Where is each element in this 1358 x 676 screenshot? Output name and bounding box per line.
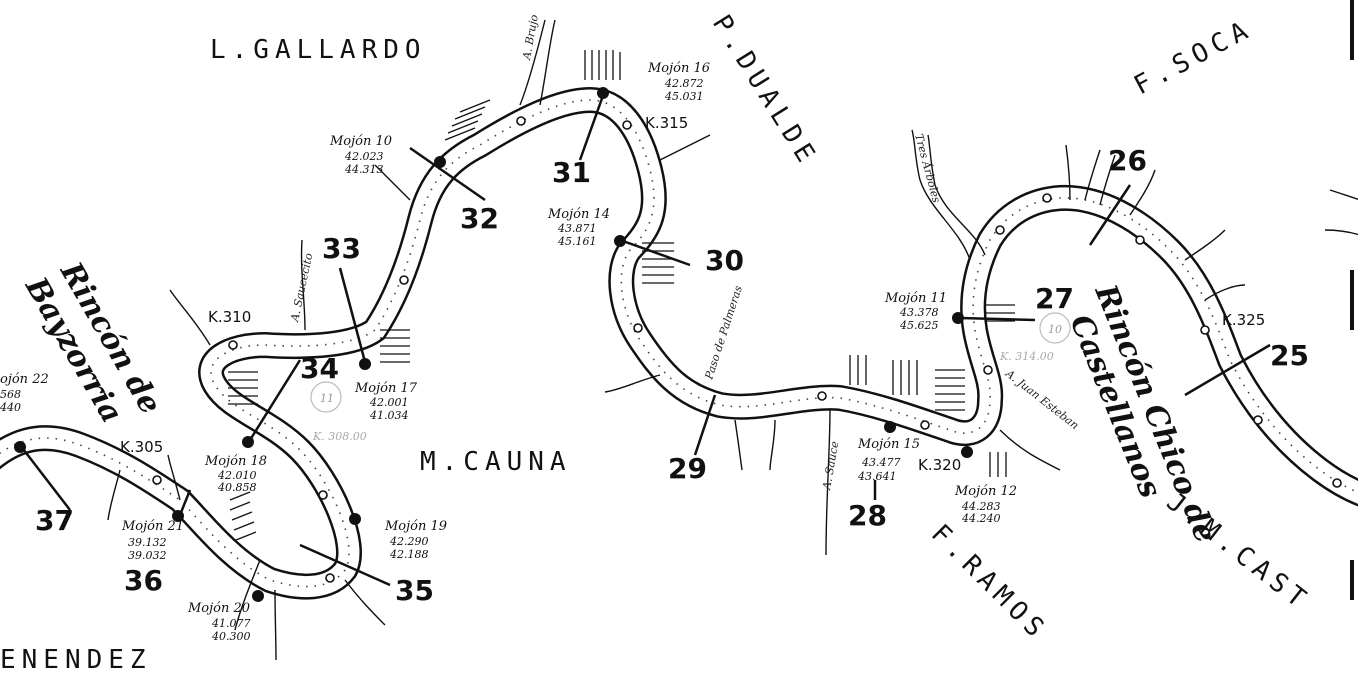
owner-f-soca: F.SOCA	[1129, 14, 1258, 101]
section-28: 28	[848, 499, 887, 532]
owner-p-dualde: P.DUALDE	[706, 10, 823, 173]
svg-text:42.010: 42.010	[217, 469, 257, 482]
svg-text:39.032: 39.032	[128, 549, 167, 562]
svg-text:568: 568	[0, 388, 21, 401]
area-k314: K. 314.00	[999, 350, 1054, 363]
km-label-320: K.320	[918, 456, 961, 474]
mojon-16-label: Mojón 16 42.872 45.031	[647, 61, 710, 103]
svg-text:Mojón 14: Mojón 14	[547, 207, 610, 222]
mojon-11-label: Mojón 11 43.378 45.625	[884, 291, 947, 332]
km-label-310: K.310	[208, 308, 251, 326]
svg-text:44.313: 44.313	[344, 163, 384, 176]
mojon-18-label: Mojón 18 42.010 40.858	[204, 454, 267, 494]
section-35: 35	[395, 574, 434, 607]
svg-text:Mojón 20: Mojón 20	[187, 601, 250, 616]
section-29: 29	[668, 452, 707, 485]
km-label-315: K.315	[645, 114, 688, 132]
mojon-20-label: Mojón 20 41.077 40.300	[187, 601, 251, 643]
stream-a-saucecito: A. Saucecito	[288, 252, 315, 324]
sounding-marks	[228, 50, 1015, 541]
section-37: 37	[35, 504, 74, 537]
svg-text:39.132: 39.132	[128, 536, 167, 549]
svg-text:43.378: 43.378	[899, 306, 939, 319]
stream-juan-esteban: A. Juan Esteban	[1002, 367, 1081, 433]
section-34: 34	[300, 352, 339, 385]
section-cross-lines	[19, 89, 1271, 587]
svg-text:440: 440	[0, 401, 21, 414]
svg-text:45.031: 45.031	[664, 90, 704, 103]
stream-a-brujo: A. Brujo	[520, 13, 541, 61]
section-32: 32	[460, 202, 499, 235]
svg-text:45.161: 45.161	[557, 235, 597, 248]
mojon-17-label: Mojón 17 42.001 41.034	[354, 381, 418, 422]
svg-text:42.188: 42.188	[389, 548, 429, 561]
tributary-lines	[107, 19, 1358, 661]
section-26: 26	[1108, 144, 1147, 177]
mojon-15-label: Mojón 15 43.477 43.641	[857, 437, 920, 483]
km-label-325: K.325	[1222, 311, 1265, 329]
mojon-markers	[14, 87, 973, 602]
svg-text:45.625: 45.625	[899, 319, 939, 332]
section-33: 33	[322, 232, 361, 265]
svg-text:Mojón 21: Mojón 21	[121, 519, 184, 534]
svg-text:Mojón 12: Mojón 12	[954, 484, 1017, 499]
svg-text:42.290: 42.290	[389, 535, 429, 548]
mojon-12-label: Mojón 12 44.283 44.240	[954, 484, 1017, 525]
mojon-14-label: Mojón 14 43.871 45.161	[547, 207, 610, 248]
owner-m-cauna: M.CAUNA	[420, 447, 572, 477]
svg-text:43.871: 43.871	[557, 222, 597, 235]
mojon-22-label: ojón 22 568 440	[0, 372, 49, 414]
section-31: 31	[552, 156, 591, 189]
stream-paso-palmeras: Paso de Palmeras	[702, 284, 745, 382]
section-25: 25	[1270, 339, 1309, 372]
svg-text:40.858: 40.858	[217, 481, 257, 494]
mojon-19-label: Mojón 19 42.290 42.188	[384, 519, 447, 561]
svg-text:Mojón 17: Mojón 17	[354, 381, 418, 396]
svg-text:44.240: 44.240	[961, 512, 1001, 525]
svg-text:42.023: 42.023	[344, 150, 384, 163]
svg-text:Mojón 15: Mojón 15	[857, 437, 920, 452]
mojon-21-label: Mojón 21 39.132 39.032	[121, 519, 184, 562]
svg-text:Mojón 18: Mojón 18	[204, 454, 267, 469]
svg-text:42.872: 42.872	[664, 77, 704, 90]
stream-a-sauce: A. Sauce	[820, 440, 842, 492]
km-label-305: K.305	[120, 438, 163, 456]
svg-text:40.300: 40.300	[211, 630, 251, 643]
svg-text:41.077: 41.077	[211, 617, 251, 630]
area-k308: K. 308.00	[312, 430, 367, 443]
owner-menendez: ENENDEZ	[0, 645, 152, 675]
area-circle-10: 10	[1048, 323, 1062, 336]
section-36: 36	[124, 564, 163, 597]
channel-stakes	[152, 116, 1342, 583]
svg-text:Mojón 16: Mojón 16	[647, 61, 710, 76]
stream-tres-arboles: Tres Árboles	[912, 132, 944, 204]
svg-text:ojón 22: ojón 22	[0, 372, 49, 387]
svg-text:Mojón 11: Mojón 11	[884, 291, 947, 306]
area-circle-11: 11	[320, 392, 334, 405]
mojon-10-label: Mojón 10 42.023 44.313	[329, 134, 392, 176]
svg-text:43.641: 43.641	[857, 470, 897, 483]
owner-f-ramos: F.RAMOS	[925, 519, 1053, 647]
svg-text:42.001: 42.001	[369, 396, 409, 409]
section-30: 30	[705, 244, 744, 277]
svg-text:44.283: 44.283	[961, 500, 1001, 513]
svg-text:43.477: 43.477	[861, 456, 901, 469]
owner-l-gallardo: L.GALLARDO	[210, 35, 427, 65]
svg-text:41.034: 41.034	[369, 409, 409, 422]
svg-text:Mojón 19: Mojón 19	[384, 519, 447, 534]
section-27: 27	[1035, 282, 1074, 315]
svg-text:Mojón 10: Mojón 10	[329, 134, 392, 149]
